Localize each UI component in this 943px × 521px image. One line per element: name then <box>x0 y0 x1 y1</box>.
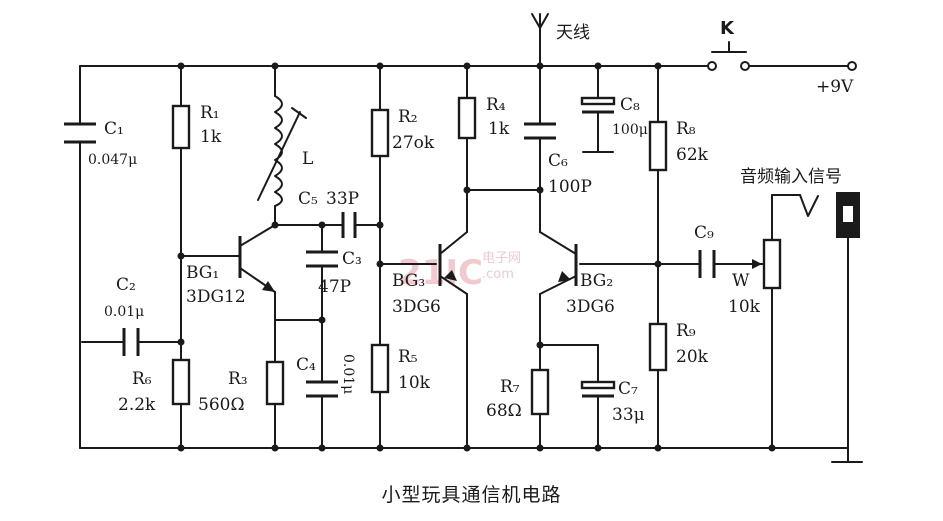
c3-value: 47P <box>318 277 351 297</box>
c7-name: C₇ <box>618 379 638 399</box>
c8-value: 100μ <box>612 122 648 138</box>
transistor-bg1 <box>238 224 276 293</box>
r3-value: 560Ω <box>198 395 245 415</box>
bg3-value: 3DG6 <box>392 297 441 317</box>
diagram-caption: 小型玩具通信机电路 <box>381 484 562 506</box>
resistor-r8 <box>648 120 668 172</box>
r9-value: 20k <box>676 347 709 367</box>
watermark-domain: .com <box>482 267 514 282</box>
supply-label: +9V <box>816 77 854 97</box>
r6-value: 2.2k <box>118 395 156 415</box>
c6-name: C₆ <box>548 151 568 171</box>
bg3-name: BG₃ <box>392 271 425 291</box>
bg1-value: 3DG12 <box>186 287 246 307</box>
r8-name: R₈ <box>676 119 696 139</box>
transistors <box>238 224 578 295</box>
audio-jack <box>836 192 860 238</box>
c8-name: C₈ <box>620 95 640 115</box>
antenna-label: 天线 <box>556 23 590 43</box>
r7-value: 68Ω <box>486 401 522 421</box>
switch-label: K <box>720 18 735 39</box>
resistor-r3 <box>265 360 285 406</box>
c3-name: C₃ <box>342 249 362 269</box>
l-name: L <box>302 149 313 169</box>
c7-value: 33μ <box>612 405 645 425</box>
resistor-r2 <box>370 108 390 158</box>
r6-name: R₆ <box>132 369 152 389</box>
bg2-name: BG₂ <box>580 271 613 291</box>
resistor-r5 <box>370 343 390 394</box>
w-value: 10k <box>728 297 761 317</box>
w-name: W <box>732 271 750 291</box>
r7-name: R₇ <box>500 377 520 397</box>
c1-name: C₁ <box>104 119 124 139</box>
r3-name: R₃ <box>228 369 248 389</box>
resistor-r9 <box>648 322 668 372</box>
transistor-bg3 <box>438 231 468 295</box>
capacitors <box>64 96 716 398</box>
resistor-r7 <box>530 368 550 416</box>
potentiometer-w <box>762 238 782 290</box>
capacitor-c8 <box>580 96 616 114</box>
r1-value: 1k <box>200 127 222 147</box>
capacitor-c7 <box>580 380 616 398</box>
capacitor-c4 <box>306 380 338 398</box>
capacitor-c6 <box>524 122 556 140</box>
r2-name: R₂ <box>398 107 418 127</box>
inductor-l <box>257 95 307 207</box>
resistor-r6 <box>171 358 191 406</box>
labels: 天线 K +9V 音频输入信号 C₁ 0.047μ R₁ 1k L R₂ 27o… <box>88 18 854 425</box>
transistor-bg2 <box>539 231 578 295</box>
r4-value: 1k <box>488 119 510 139</box>
capacitor-c9 <box>698 250 716 278</box>
watermark-sub: 电子网 <box>482 251 521 266</box>
resistor-r4 <box>457 96 477 140</box>
c4-name: C₄ <box>296 355 316 375</box>
c2-name: C₂ <box>116 275 136 295</box>
r9-name: R₉ <box>676 321 696 341</box>
r8-value: 62k <box>676 145 709 165</box>
bg1-name: BG₁ <box>186 263 219 283</box>
c4-value: 0.01μ <box>340 354 356 394</box>
c5-value: 33P <box>326 189 359 209</box>
capacitor-c5 <box>341 212 357 238</box>
c1-value: 0.047μ <box>88 152 137 168</box>
audio-input-label: 音频输入信号 <box>740 167 842 187</box>
resistor-r1 <box>171 104 191 150</box>
c5-name: C₅ <box>298 189 318 209</box>
r2-value: 27ok <box>392 133 435 153</box>
c9-name: C₉ <box>694 223 714 243</box>
r4-name: R₄ <box>486 95 506 115</box>
r5-name: R₅ <box>398 347 418 367</box>
capacitor-c3 <box>306 250 338 268</box>
c6-value: 100P <box>548 177 592 197</box>
r5-value: 10k <box>398 373 431 393</box>
capacitor-c2 <box>122 328 140 356</box>
capacitor-c1 <box>64 122 96 144</box>
r1-name: R₁ <box>200 103 220 123</box>
c2-value: 0.01μ <box>104 304 144 320</box>
bg2-value: 3DG6 <box>566 297 615 317</box>
resistors <box>171 96 782 416</box>
